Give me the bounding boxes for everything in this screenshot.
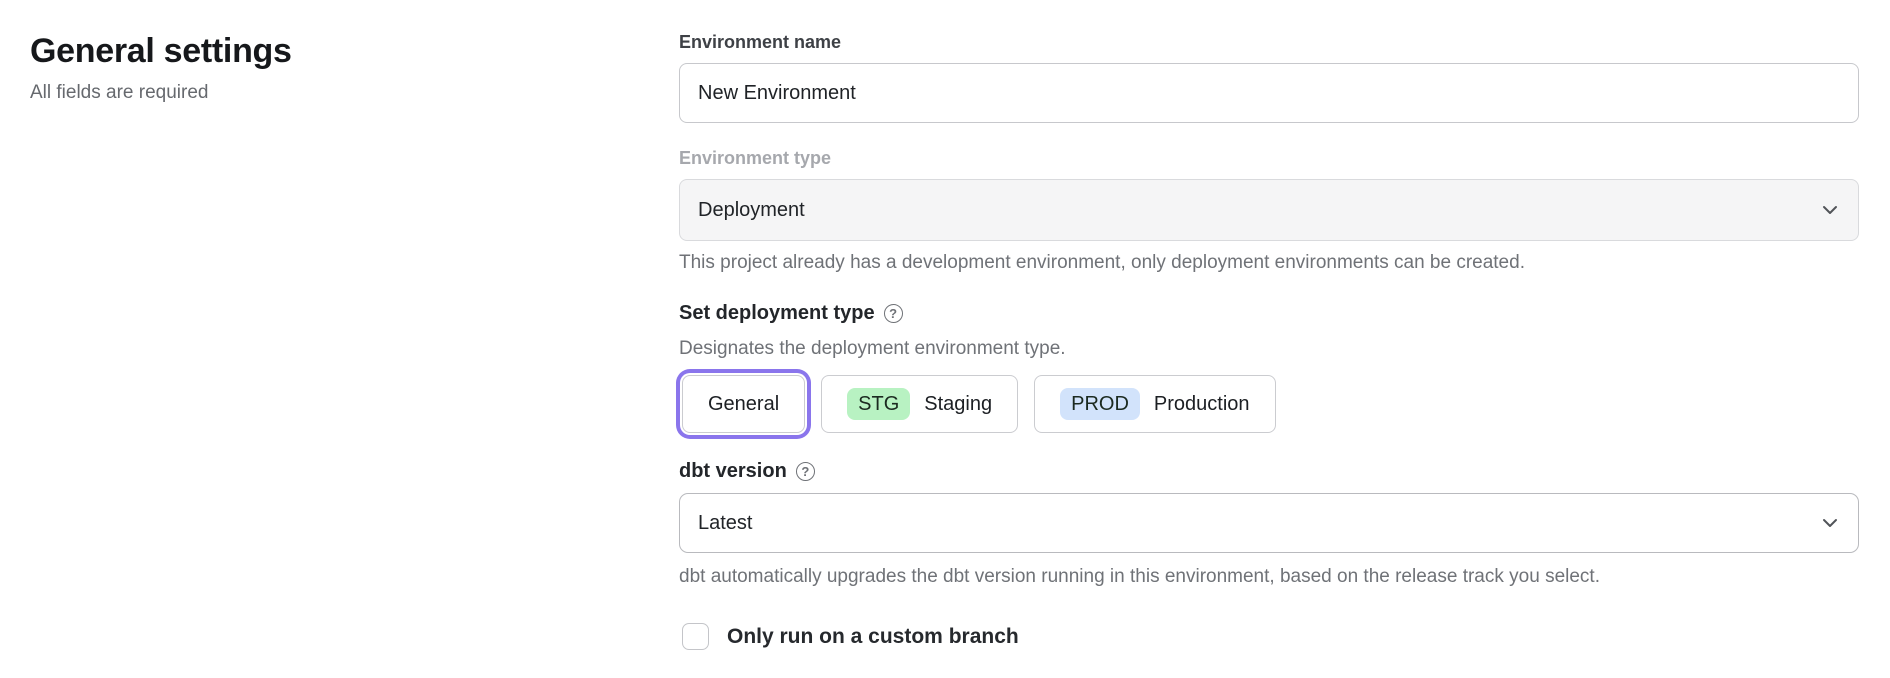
dbt-version-value: Latest (698, 511, 753, 534)
deployment-type-helper: Designates the deployment environment ty… (679, 338, 1066, 359)
section-intro: General settings All fields are required (0, 0, 679, 650)
environment-type-helper: This project already has a development e… (679, 252, 1525, 273)
deployment-type-production-label: Production (1153, 392, 1250, 415)
deployment-type-general-button[interactable]: General (682, 375, 806, 433)
production-badge: PROD (1060, 388, 1140, 420)
general-settings-page: General settings All fields are required… (0, 0, 1859, 650)
deployment-type-label: Set deployment type (679, 302, 875, 324)
deployment-type-general-label: General (708, 392, 780, 415)
environment-type-select: Deployment (679, 179, 1859, 241)
deployment-type-staging-label: Staging (924, 392, 993, 415)
help-icon[interactable]: ? (795, 461, 815, 481)
dbt-version-select[interactable]: Latest (679, 493, 1859, 553)
custom-branch-checkbox[interactable] (682, 623, 709, 650)
deployment-type-production-button[interactable]: PROD Production (1034, 375, 1276, 433)
page-subtitle: All fields are required (30, 82, 209, 103)
environment-type-label: Environment type (679, 148, 832, 168)
deployment-type-staging-button[interactable]: STG Staging (821, 375, 1019, 433)
dbt-version-helper: dbt automatically upgrades the dbt versi… (679, 566, 1600, 587)
help-icon[interactable]: ? (883, 303, 903, 323)
chevron-down-icon (1822, 518, 1838, 528)
environment-name-label: Environment name (679, 32, 842, 52)
dbt-version-label: dbt version (679, 460, 787, 482)
environment-type-value: Deployment (698, 198, 805, 221)
custom-branch-row: Only run on a custom branch (679, 623, 1859, 650)
deployment-type-options: General STG Staging PROD Production (679, 375, 1859, 433)
custom-branch-label: Only run on a custom branch (727, 624, 1019, 648)
chevron-down-icon (1822, 205, 1838, 215)
deployment-type-label-row: Set deployment type ? (679, 301, 1859, 325)
environment-name-input[interactable] (679, 63, 1859, 123)
dbt-version-label-row: dbt version ? (679, 459, 1859, 483)
environment-settings-form: Environment name Environment type Deploy… (679, 0, 1859, 650)
staging-badge: STG (847, 388, 911, 420)
page-title: General settings (30, 32, 292, 70)
